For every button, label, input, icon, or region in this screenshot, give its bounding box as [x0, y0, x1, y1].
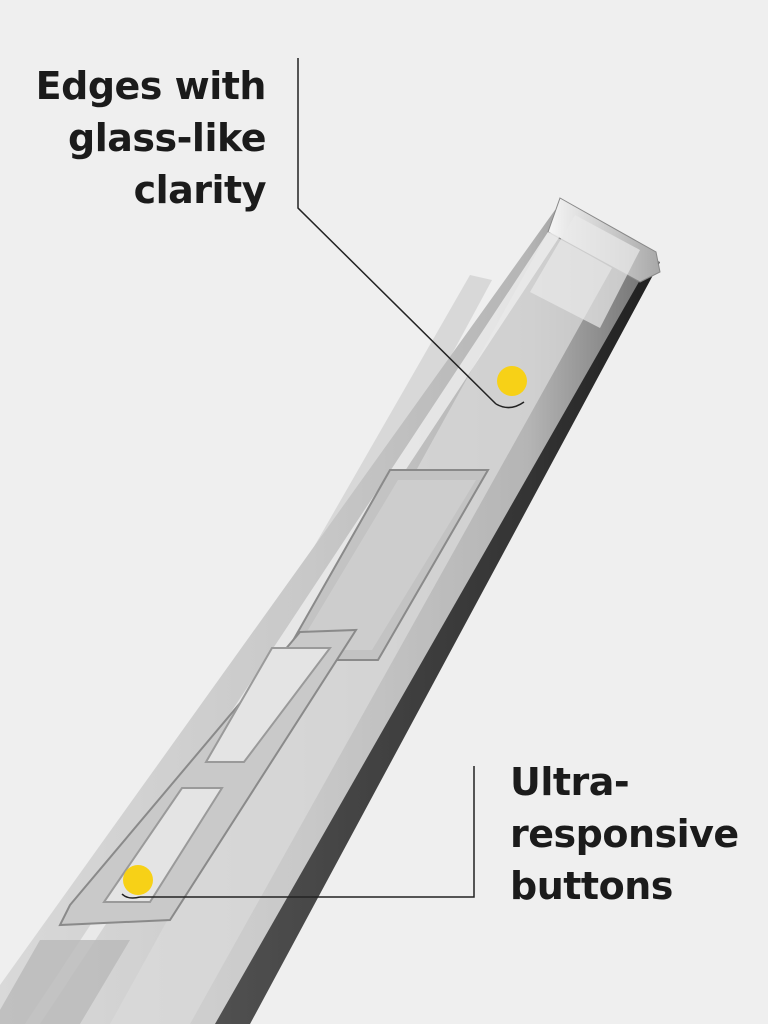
buttons-callout-line-1: Ultra- [510, 760, 630, 804]
case-lower-slot [0, 940, 130, 1024]
buttons-marker-dot [123, 865, 153, 895]
leader-lines [121, 58, 525, 899]
edges-callout-line-3: clarity [133, 168, 267, 212]
buttons-callout: Ultra- responsive buttons [510, 756, 739, 912]
bottom-callout-leader-line [140, 766, 475, 898]
edges-marker-dot [497, 366, 527, 396]
edges-callout-line-1: Edges with [35, 64, 267, 108]
top-callout-leader-line [297, 58, 497, 405]
buttons-callout-line-3: buttons [510, 864, 673, 908]
upper-button-cutout [280, 469, 490, 661]
edges-callout: Edges with glass-like clarity [35, 60, 267, 216]
buttons-callout-line-2: responsive [510, 812, 739, 856]
edges-callout-line-2: glass-like [68, 116, 266, 160]
